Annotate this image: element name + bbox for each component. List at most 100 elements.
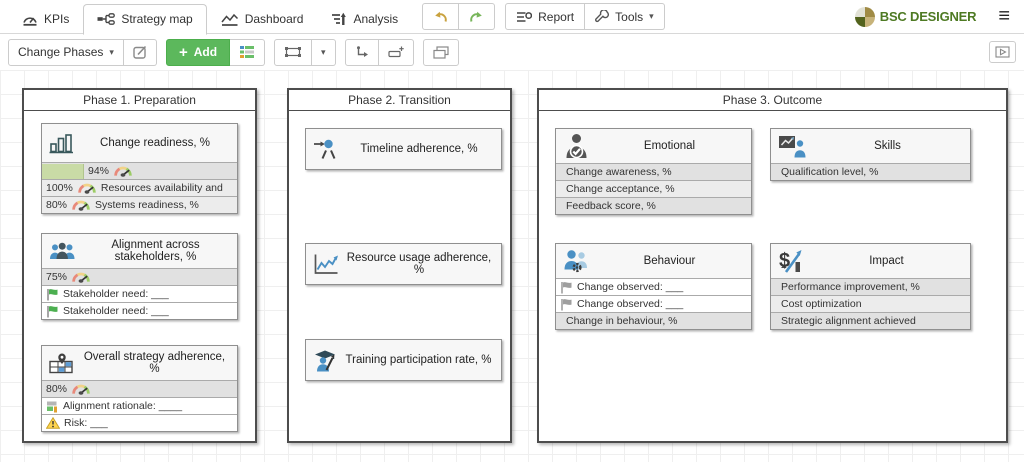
card-overall-strategy-adherence[interactable]: Overall strategy adherence, % 80% Alignmen… [41, 345, 238, 432]
stakeholders-icon [49, 242, 76, 260]
gauge-row-icon [113, 165, 133, 177]
card-title: Alignment across stakeholders, % [111, 239, 200, 263]
initiative-row[interactable]: Change observed: ___ [556, 295, 751, 312]
tools-button[interactable]: Tools ▾ [585, 3, 665, 30]
play-icon [995, 46, 1010, 58]
indicator-row[interactable]: 80% [42, 380, 237, 397]
row-label: Change observed: ___ [577, 281, 684, 293]
menu-icon[interactable]: ≡ [998, 5, 1010, 27]
phase-title[interactable]: Phase 2. Transition [289, 90, 510, 111]
card-timeline-adherence[interactable]: Timeline adherence, % [305, 128, 502, 170]
add-group: + Add [165, 38, 266, 66]
redo-button[interactable] [459, 3, 496, 30]
tab-label: Strategy map [121, 12, 193, 26]
add-indicator-button[interactable] [378, 38, 414, 66]
add-button[interactable]: + Add [165, 38, 231, 66]
legend-button[interactable] [230, 38, 266, 66]
tab-strategy-map[interactable]: Strategy map [83, 3, 207, 35]
indicator-value: 80% [46, 383, 68, 395]
phase-title[interactable]: Phase 1. Preparation [24, 90, 255, 111]
edit-phases-button[interactable] [123, 38, 157, 66]
row-label: Feedback score, % [566, 200, 656, 212]
training-icon [313, 348, 338, 372]
report-button[interactable]: Report [505, 3, 586, 30]
impact-icon: $ [778, 248, 805, 274]
indicator-row[interactable]: 75% [42, 268, 237, 285]
row-label: Alignment rationale: ____ [63, 400, 183, 412]
card-title: Emotional [643, 140, 696, 152]
undo-button[interactable] [422, 3, 460, 30]
row-label: Cost optimization [781, 298, 862, 310]
card-header: Timeline adherence, % [306, 129, 501, 169]
initiative-row[interactable]: Qualification level, % [771, 163, 970, 180]
row-label: Resources availability and [100, 182, 223, 194]
card-header: Behaviour [556, 244, 751, 278]
strategy-map-toolbar: Change Phases ▾ + Add ▾ [0, 34, 1024, 70]
mini-bars-icon [46, 400, 59, 413]
tab-dashboard[interactable]: Dashboard [207, 4, 318, 35]
phase-body: Timeline adherence, % Resource usage adhe… [289, 111, 510, 440]
card-header: Alignment across stakeholders, % [42, 234, 237, 268]
row-label: Performance improvement, % [781, 281, 920, 293]
phases-group: Change Phases ▾ [8, 38, 157, 66]
row-label: Stakeholder need: ___ [63, 288, 169, 300]
card-resource-usage-adherence[interactable]: Resource usage adherence, % [305, 243, 502, 285]
initiative-row[interactable]: Change acceptance, % [556, 180, 751, 197]
card-header: Change readiness, % [42, 124, 237, 162]
plus-icon: + [178, 43, 188, 61]
indicator-row[interactable]: 80% Systems readiness, % [42, 196, 237, 213]
initiative-row[interactable]: Change observed: ___ [556, 278, 751, 295]
initiative-row[interactable]: Feedback score, % [556, 197, 751, 214]
card-title: Timeline adherence, % [360, 143, 478, 155]
phase-title[interactable]: Phase 3. Outcome [539, 90, 1006, 111]
bsc-designer-logo-icon [854, 6, 875, 27]
initiative-row[interactable]: Strategic alignment achieved [771, 312, 970, 329]
cascade-button[interactable] [422, 38, 459, 66]
indicator-row[interactable]: 100%Resources availability and [42, 179, 237, 196]
initiative-row[interactable]: Performance improvement, % [771, 278, 970, 295]
rectangle-icon [284, 46, 302, 58]
gauge-row-icon [71, 199, 91, 211]
card-training-participation-rate[interactable]: Training participation rate, % [305, 339, 502, 381]
card-header: Overall strategy adherence, % [42, 346, 237, 380]
shape-button[interactable] [274, 38, 313, 66]
change-phases-dropdown[interactable]: Change Phases ▾ [8, 38, 124, 66]
card-header: $Impact [771, 244, 970, 278]
strategy-map-icon [97, 12, 116, 26]
tab-analysis[interactable]: Analysis [317, 4, 412, 35]
shape-dropdown-button[interactable]: ▾ [312, 38, 336, 66]
card-change-readiness[interactable]: Change readiness, %94%100%Resources avai… [41, 123, 238, 214]
initiative-row[interactable]: Cost optimization [771, 295, 970, 312]
initiative-row[interactable]: Change awareness, % [556, 163, 751, 180]
initiative-row[interactable]: Alignment rationale: ____ [42, 397, 237, 414]
connector-group [344, 38, 414, 66]
indicator-value: 80% [46, 199, 68, 211]
tab-kpis[interactable]: KPIs [8, 4, 83, 35]
row-label: Strategic alignment achieved [781, 315, 916, 327]
row-label: Systems readiness, % [95, 199, 199, 211]
undo-icon [433, 11, 448, 23]
flag-green-icon [46, 288, 59, 301]
connector-button[interactable] [344, 38, 379, 66]
indicator-row[interactable]: 94% [42, 162, 237, 179]
initiative-row[interactable]: Stakeholder need: ___ [42, 302, 237, 319]
cascade-windows-icon [432, 45, 449, 59]
presentation-button[interactable] [989, 41, 1016, 63]
initiative-row[interactable]: Stakeholder need: ___ [42, 285, 237, 302]
flag-green-icon [46, 305, 59, 318]
gauge-row-icon [77, 182, 97, 194]
add-bar-icon [387, 46, 404, 58]
initiative-row[interactable]: Risk: ___ [42, 414, 237, 431]
initiative-row[interactable]: Change in behaviour, % [556, 312, 751, 329]
card-alignment-across-stakeholders[interactable]: Alignment across stakeholders, % 75% Stake… [41, 233, 238, 320]
